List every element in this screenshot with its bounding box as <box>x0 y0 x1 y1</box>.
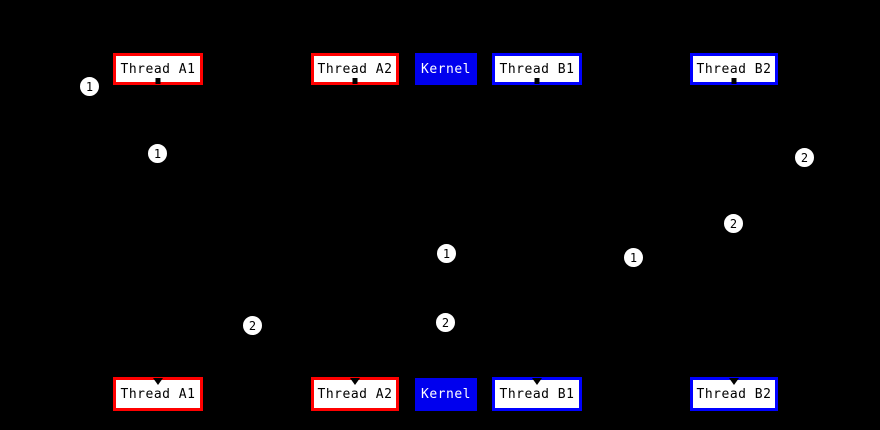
edge-arrowhead-icon <box>532 378 542 385</box>
node-label: Kernel <box>421 61 471 77</box>
edge-arrowhead-icon <box>350 378 360 385</box>
step-badge-badge-a1-2: 2 <box>242 315 263 336</box>
node-label: Thread A2 <box>317 386 393 402</box>
edge-arrowhead-icon <box>729 378 739 385</box>
node-label: Thread B1 <box>499 386 575 402</box>
step-badge-badge-right-2: 2 <box>794 147 815 168</box>
node-thread-a2-top: Thread A2 <box>311 53 399 85</box>
step-badge-badge-kernel-left-1: 1 <box>436 243 457 264</box>
node-thread-b1-bottom: Thread B1 <box>492 377 582 411</box>
step-badge-badge-left-1: 1 <box>79 76 100 97</box>
step-badge-badge-a1-1: 1 <box>147 143 168 164</box>
step-badge-badge-kernel-left-2: 2 <box>435 312 456 333</box>
node-thread-b2-top: Thread B2 <box>690 53 778 85</box>
node-thread-b1-top: Thread B1 <box>492 53 582 85</box>
node-label: Thread A1 <box>120 61 196 77</box>
node-kernel-bottom: Kernel <box>415 378 477 411</box>
node-thread-b2-bottom: Thread B2 <box>690 377 778 411</box>
edge-stub-icon <box>155 78 161 84</box>
edge-stub-icon <box>534 78 540 84</box>
node-thread-a2-bottom: Thread A2 <box>311 377 399 411</box>
node-thread-a1-bottom: Thread A1 <box>113 377 203 411</box>
edge-stub-icon <box>731 78 737 84</box>
node-label: Thread B2 <box>696 386 772 402</box>
edge-arrowhead-icon <box>153 378 163 385</box>
edge-stub-icon <box>352 78 358 84</box>
node-label: Kernel <box>421 387 471 402</box>
step-badge-badge-kernel-right-1: 1 <box>623 247 644 268</box>
node-thread-a1-top: Thread A1 <box>113 53 203 85</box>
node-label: Thread A2 <box>317 61 393 77</box>
step-badge-badge-b2-2: 2 <box>723 213 744 234</box>
node-kernel-top: Kernel <box>415 53 477 85</box>
node-label: Thread B1 <box>499 61 575 77</box>
node-label: Thread B2 <box>696 61 772 77</box>
node-label: Thread A1 <box>120 386 196 402</box>
